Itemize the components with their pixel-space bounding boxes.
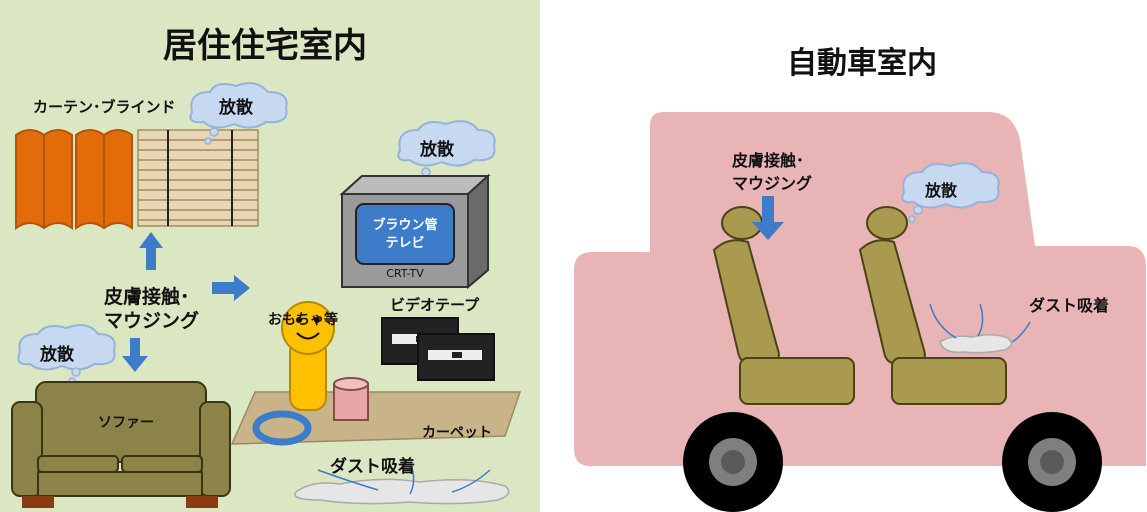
car-panel: 自動車室内 皮膚接触･ マウジング 放散 ダスト吸着 [560,0,1147,512]
arrow-right-icon [212,275,250,301]
emission-cloud-icon [901,162,1000,223]
videotape-label: ビデオテープ [390,296,480,314]
dust-label: ダスト吸着 [330,457,415,477]
arrow-up-icon [139,232,163,270]
dust-icon [294,467,510,505]
curtain-label: カーテン･ブラインド [33,98,176,116]
arrow-down-icon [122,338,148,372]
crt-tv-icon [339,173,491,290]
contact-line1: 皮膚接触･ [104,286,190,308]
home-title: 居住住宅室内 [163,26,367,66]
cup-toy-icon [333,377,369,421]
contact-line2: マウジング [104,310,200,332]
toys-label: おもちゃ等 [268,312,338,328]
emission-label: 放散 [40,345,74,365]
blind-icon [137,129,259,227]
arrow-down-icon [752,196,784,240]
sofa-label: ソファー [98,415,154,431]
contact-arrows [122,232,250,372]
emission-cloud-icon [17,324,116,385]
wheel-icon [683,412,783,512]
dust-icon [929,303,1031,354]
contact-line1: 皮膚接触･ [732,151,805,170]
tv-screen-line2: テレビ [385,236,425,251]
seat-icon [858,206,1007,405]
tv-caption: CRT-TV [386,267,424,280]
home-illustration [11,82,522,508]
emission-label: 放散 [925,181,958,200]
emission-label: 放散 [420,140,454,160]
sofa-icon [11,381,231,508]
car-illustration [574,112,1146,512]
dust-label: ダスト吸着 [1029,296,1110,315]
contact-line2: マウジング [732,174,813,193]
curtain-icon [15,129,133,230]
emission-label: 放散 [219,98,253,118]
carpet-label: カーペット [422,425,492,441]
videotape-icon [381,317,495,381]
ring-toy-icon [252,410,312,446]
home-panel: 居住住宅室内 カーテン･ブラインド 放散 放散 ブラウン管 テレビ CRT-TV… [0,0,540,512]
smiley-toy-icon [281,301,335,411]
emission-cloud-icon [189,82,288,145]
car-title: 自動車室内 [787,46,937,81]
tv-screen-line1: ブラウン管 [372,218,438,233]
wheel-icon [1002,412,1102,512]
